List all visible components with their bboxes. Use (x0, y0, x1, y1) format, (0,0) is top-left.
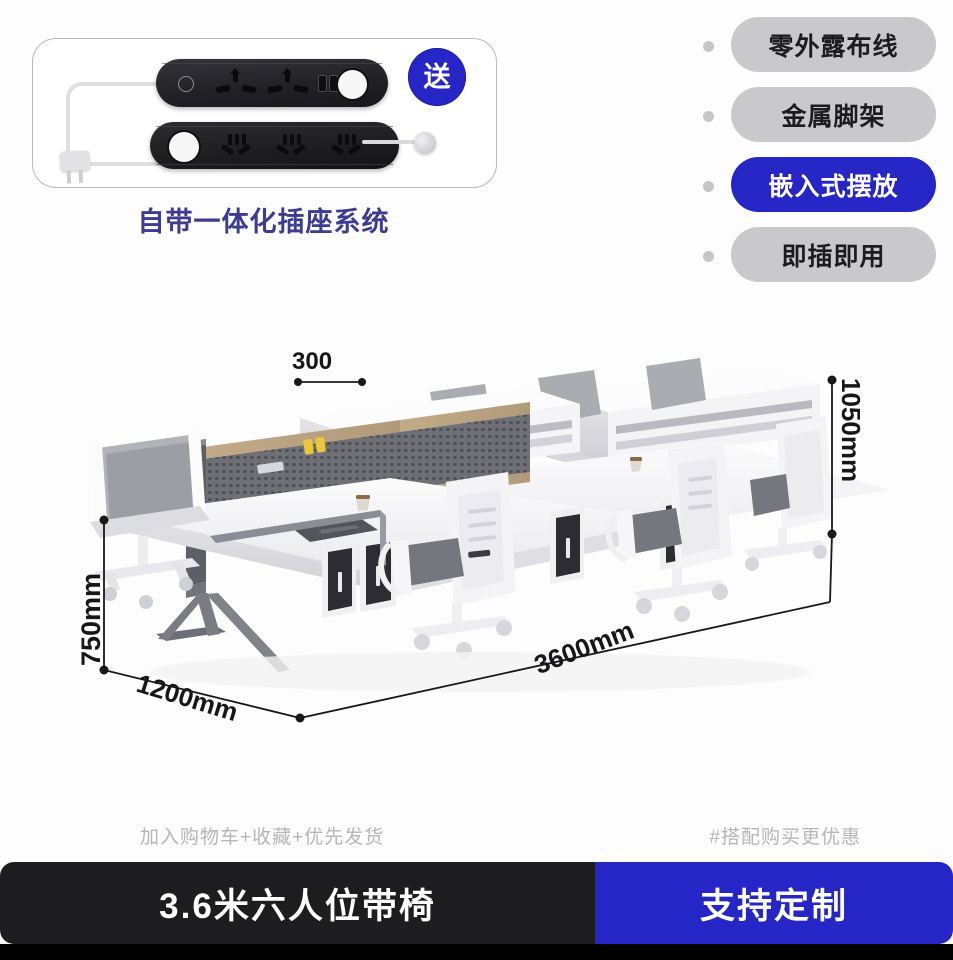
dimension-label-750mm: 750mm (76, 572, 106, 666)
plug-icon (414, 132, 436, 154)
footer-note-left: 加入购物车+收藏+优先发货 (140, 827, 385, 848)
cpu-holder (322, 541, 356, 618)
usb-port-icon (318, 75, 327, 92)
strip-seam (156, 164, 393, 165)
workstation-illustration (90, 358, 890, 723)
cable-pass-hole (169, 132, 199, 162)
metal-leg (156, 582, 290, 672)
product-render: 300 750mm 1200mm 3600mm 1050mm (60, 348, 900, 770)
office-chair-left (90, 430, 210, 609)
strip-seam (156, 126, 393, 127)
office-chair-far-right (744, 416, 832, 571)
laptop-icon (292, 518, 378, 542)
bottom-bar-cta-button[interactable]: 支持定制 (595, 862, 953, 944)
coffee-cup-icon (630, 457, 642, 472)
office-chair-mid (378, 472, 516, 658)
feature-pill-1[interactable]: 金属脚架 (731, 87, 936, 142)
bottom-bar-cta-label: 支持定制 (699, 886, 848, 926)
power-strip-illustration: 送 (32, 38, 495, 186)
universal-socket-icon (266, 68, 310, 96)
bullet-dot-icon (703, 251, 714, 262)
desk-top-front (120, 478, 670, 578)
cn-socket-icon (216, 134, 256, 158)
promo-card-caption: 自带一体化插座系统 (137, 207, 390, 237)
universal-socket-icon (214, 68, 258, 96)
dimension-lines (103, 380, 833, 719)
feature-pill-row: 零外露布线 (700, 14, 945, 84)
dimension-label-300: 300 (292, 348, 333, 375)
feature-pill-row: 金属脚架 (700, 84, 945, 154)
bottom-bar-title: 3.6米六人位带椅 (159, 886, 436, 926)
cn-socket-icon (271, 134, 311, 158)
feature-pill-row: 即插即用 (700, 224, 945, 294)
feature-pill-2[interactable]: 嵌入式摆放 (731, 157, 936, 212)
footer-note-right: #搭配购买更优惠 (709, 827, 861, 848)
cable-icon (66, 82, 166, 166)
plug-icon (59, 150, 91, 172)
feature-pill-list: 零外露布线 金属脚架 嵌入式摆放 即插即用 (700, 14, 945, 294)
cpu-holder (550, 507, 584, 584)
feature-pill-row: 嵌入式摆放 (700, 154, 945, 224)
office-chair-right (605, 442, 732, 622)
dimension-endpoints (99, 375, 837, 723)
cn-socket-icon (326, 134, 366, 158)
cable-pass-hole (338, 70, 367, 99)
strip-seam (162, 63, 382, 64)
power-button-icon (178, 76, 194, 92)
bottom-black-strip (0, 944, 953, 960)
bullet-dot-icon (703, 41, 714, 52)
bullet-dot-icon (703, 181, 714, 192)
bottom-bar: 3.6米六人位带椅 支持定制 (0, 862, 953, 944)
desk-rail (210, 510, 386, 543)
coffee-cup-icon (356, 495, 370, 511)
feature-pill-0[interactable]: 零外露布线 (731, 17, 936, 72)
power-strip-top (156, 59, 388, 107)
power-strip-bottom (150, 122, 399, 169)
cable-icon (362, 140, 420, 144)
dimension-label-1050mm: 1050mm (836, 378, 866, 483)
bullet-dot-icon (703, 111, 714, 122)
usb-port-icon (329, 75, 338, 92)
gift-badge: 送 (408, 48, 466, 106)
bottom-bar-title-section: 3.6米六人位带椅 (0, 862, 595, 944)
feature-pill-3[interactable]: 即插即用 (731, 227, 936, 282)
